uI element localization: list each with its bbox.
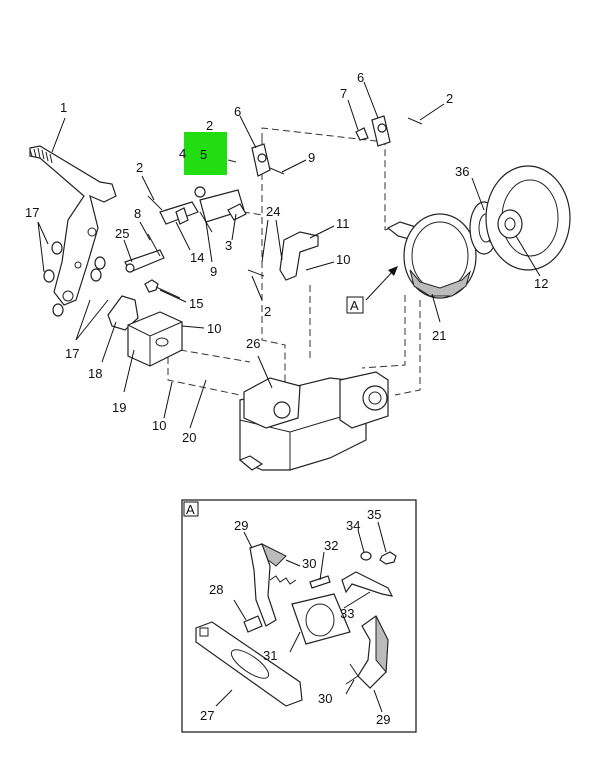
- washer-group-17: [43, 241, 106, 317]
- inset-callout-35: 35: [367, 507, 381, 522]
- callout-2-b: 2: [206, 118, 213, 133]
- inset-callout-30-a: 30: [302, 556, 316, 571]
- callout-2-c: 2: [264, 304, 271, 319]
- callout-2-a: 2: [136, 160, 143, 175]
- callout-18: 18: [88, 366, 102, 381]
- brake-assembly-21: [386, 213, 477, 299]
- brake-drum-12: [485, 165, 571, 271]
- view-arrow-A: [346, 266, 398, 314]
- inset-callout-34: 34: [346, 518, 360, 533]
- callout-A: A: [350, 298, 359, 313]
- callout-1: 1: [60, 100, 67, 115]
- callout-10-a: 10: [207, 321, 221, 336]
- leader-lines: [37, 81, 541, 429]
- callout-25: 25: [115, 226, 129, 241]
- callout-26: 26: [246, 336, 260, 351]
- callout-21: 21: [432, 328, 446, 343]
- callout-10-b: 10: [152, 418, 166, 433]
- bracket-11: [247, 231, 319, 281]
- callout-11: 11: [336, 216, 350, 231]
- bracket-18: [107, 295, 139, 331]
- callout-19: 19: [112, 400, 126, 415]
- callout-15: 15: [189, 296, 203, 311]
- brake-lever: [29, 145, 117, 306]
- inset-callout-32: 32: [324, 538, 338, 553]
- callout-2-d: 2: [446, 91, 453, 106]
- inset-callout-30-b: 30: [318, 691, 332, 706]
- rod-end-assembly: [147, 186, 247, 233]
- callout-36: 36: [455, 164, 469, 179]
- callout-10-c: 10: [336, 252, 350, 267]
- callout-17-bottom: 17: [65, 346, 79, 361]
- inset-callout-33: 33: [340, 606, 354, 621]
- clevis-6-right: [355, 115, 423, 147]
- transmission-housing: [238, 371, 389, 471]
- callout-5[interactable]: 5: [200, 147, 207, 162]
- callout-9-a: 9: [210, 264, 217, 279]
- callout-4: 4: [179, 146, 186, 161]
- inset-callout-31: 31: [263, 648, 277, 663]
- inset-callout-29-a: 29: [234, 518, 248, 533]
- callout-8: 8: [134, 206, 141, 221]
- callout-3: 3: [225, 238, 232, 253]
- inset-callout-27: 27: [200, 708, 214, 723]
- inset-callout-28: 28: [209, 582, 223, 597]
- callout-6-b: 6: [357, 70, 364, 85]
- main-callouts: 1 17 17 2 8 25 14 15 18 19 10 10 20 2 4 …: [25, 70, 548, 445]
- inset-tag: A: [186, 502, 195, 517]
- inset-callout-29-b: 29: [376, 712, 390, 727]
- inset-detail-A: A 2: [181, 499, 417, 733]
- bolt-15: [144, 279, 181, 299]
- callout-17-left: 17: [25, 205, 39, 220]
- callout-24: 24: [266, 204, 280, 219]
- callout-7: 7: [340, 86, 347, 101]
- dashed-routing-lines: [167, 127, 421, 396]
- callout-6-a: 6: [234, 104, 241, 119]
- callout-9-b: 9: [308, 150, 315, 165]
- highlight-box-5[interactable]: [184, 132, 227, 175]
- callout-20: 20: [182, 430, 196, 445]
- mount-bracket-19: [127, 311, 183, 367]
- callout-12: 12: [534, 276, 548, 291]
- callout-14: 14: [190, 250, 204, 265]
- pin-assembly-25: [124, 233, 165, 273]
- clevis-6-left: [227, 143, 285, 177]
